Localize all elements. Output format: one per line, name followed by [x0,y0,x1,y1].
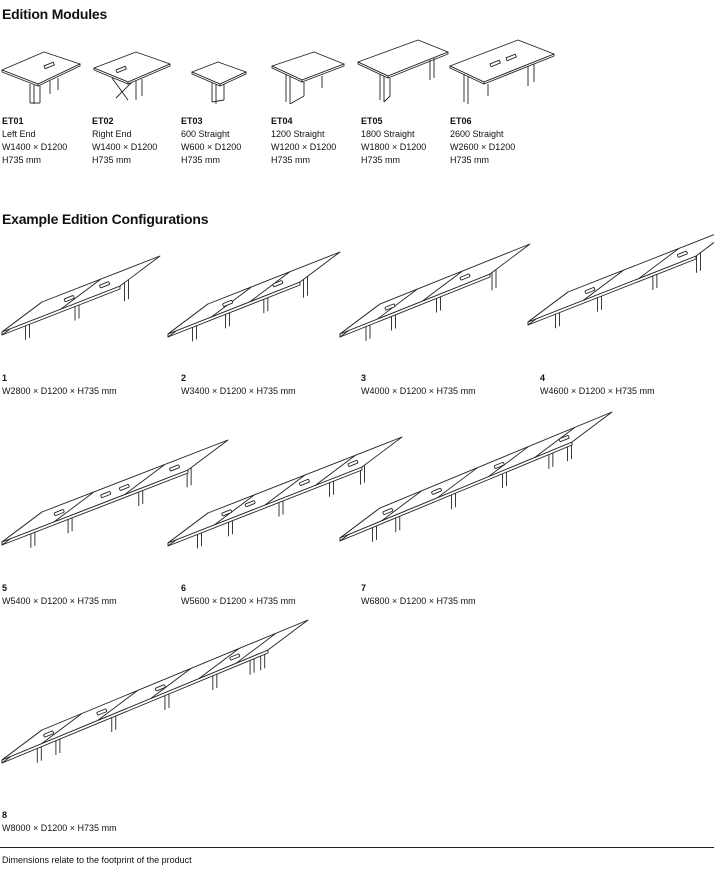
config-number: 5 [2,583,8,593]
configuration-table-8 [1,619,309,764]
config-dims: W5400 × D1200 × H735 mm [2,596,117,606]
module-caption-et06: ET06 2600 Straight W2600 × D1200 H735 mm [450,115,515,167]
footer-divider [0,847,714,848]
configuration-table-6 [167,436,403,549]
configuration-table-2 [167,251,341,342]
config-caption-7: 7 W6800 × D1200 × H735 mm [361,582,476,608]
config-caption-5: 5 W5400 × D1200 × H735 mm [2,582,117,608]
module-dims: W600 × D1200 [181,142,242,152]
config-caption-6: 6 W5600 × D1200 × H735 mm [181,582,296,608]
module-height: H735 mm [450,155,490,165]
config-dims: W5600 × D1200 × H735 mm [181,596,296,606]
configuration-table-7 [339,411,613,542]
config-dims: W4600 × D1200 × H735 mm [540,386,655,396]
module-caption-et04: ET04 1200 Straight W1200 × D1200 H735 mm [271,115,336,167]
config-number: 8 [2,810,8,820]
configuration-table-5 [1,439,229,548]
module-dims: W1200 × D1200 [271,142,337,152]
module-height: H735 mm [271,155,311,165]
module-et04-illustration [271,51,345,105]
configuration-table-1 [1,255,161,340]
config-dims: W2800 × D1200 × H735 mm [2,386,117,396]
config-dims: W6800 × D1200 × H735 mm [361,596,476,606]
module-et05-illustration [357,39,449,103]
module-height: H735 mm [92,155,132,165]
module-height: H735 mm [181,155,221,165]
config-caption-8: 8 W8000 × D1200 × H735 mm [2,809,117,835]
module-height: H735 mm [361,155,401,165]
module-code: ET05 [361,116,383,126]
module-et03-illustration [191,61,247,104]
configuration-table-4 [527,234,714,329]
module-name: 600 Straight [181,129,230,139]
module-code: ET04 [271,116,293,126]
module-caption-et01: ET01 Left End W1400 × D1200 H735 mm [2,115,67,167]
module-name: 1200 Straight [271,129,325,139]
module-code: ET06 [450,116,472,126]
module-dims: W1400 × D1200 [92,142,158,152]
config-number: 7 [361,583,367,593]
module-name: Left End [2,129,36,139]
config-caption-4: 4 W4600 × D1200 × H735 mm [540,372,655,398]
configurations-heading: Example Edition Configurations [2,211,209,227]
config-number: 3 [361,373,367,383]
module-height: H735 mm [2,155,42,165]
module-dims: W2600 × D1200 [450,142,516,152]
module-code: ET02 [92,116,114,126]
config-caption-2: 2 W3400 × D1200 × H735 mm [181,372,296,398]
module-et02-illustration [93,51,171,101]
module-caption-et02: ET02 Right End W1400 × D1200 H735 mm [92,115,157,167]
config-caption-3: 3 W4000 × D1200 × H735 mm [361,372,476,398]
configuration-table-3 [339,243,531,341]
module-et06-illustration [449,39,555,104]
module-dims: W1400 × D1200 [2,142,68,152]
module-dims: W1800 × D1200 [361,142,427,152]
config-number: 1 [2,373,8,383]
module-code: ET03 [181,116,203,126]
module-code: ET01 [2,116,24,126]
module-name: Right End [92,129,132,139]
module-et01-illustration [1,51,81,104]
module-name: 1800 Straight [361,129,415,139]
config-number: 4 [540,373,546,383]
config-dims: W4000 × D1200 × H735 mm [361,386,476,396]
config-number: 6 [181,583,187,593]
config-dims: W3400 × D1200 × H735 mm [181,386,296,396]
config-caption-1: 1 W2800 × D1200 × H735 mm [2,372,117,398]
config-dims: W8000 × D1200 × H735 mm [2,823,117,833]
module-caption-et05: ET05 1800 Straight W1800 × D1200 H735 mm [361,115,426,167]
config-number: 2 [181,373,187,383]
footer-note: Dimensions relate to the footprint of th… [2,855,192,865]
module-caption-et03: ET03 600 Straight W600 × D1200 H735 mm [181,115,241,167]
module-name: 2600 Straight [450,129,504,139]
modules-heading: Edition Modules [2,6,108,22]
